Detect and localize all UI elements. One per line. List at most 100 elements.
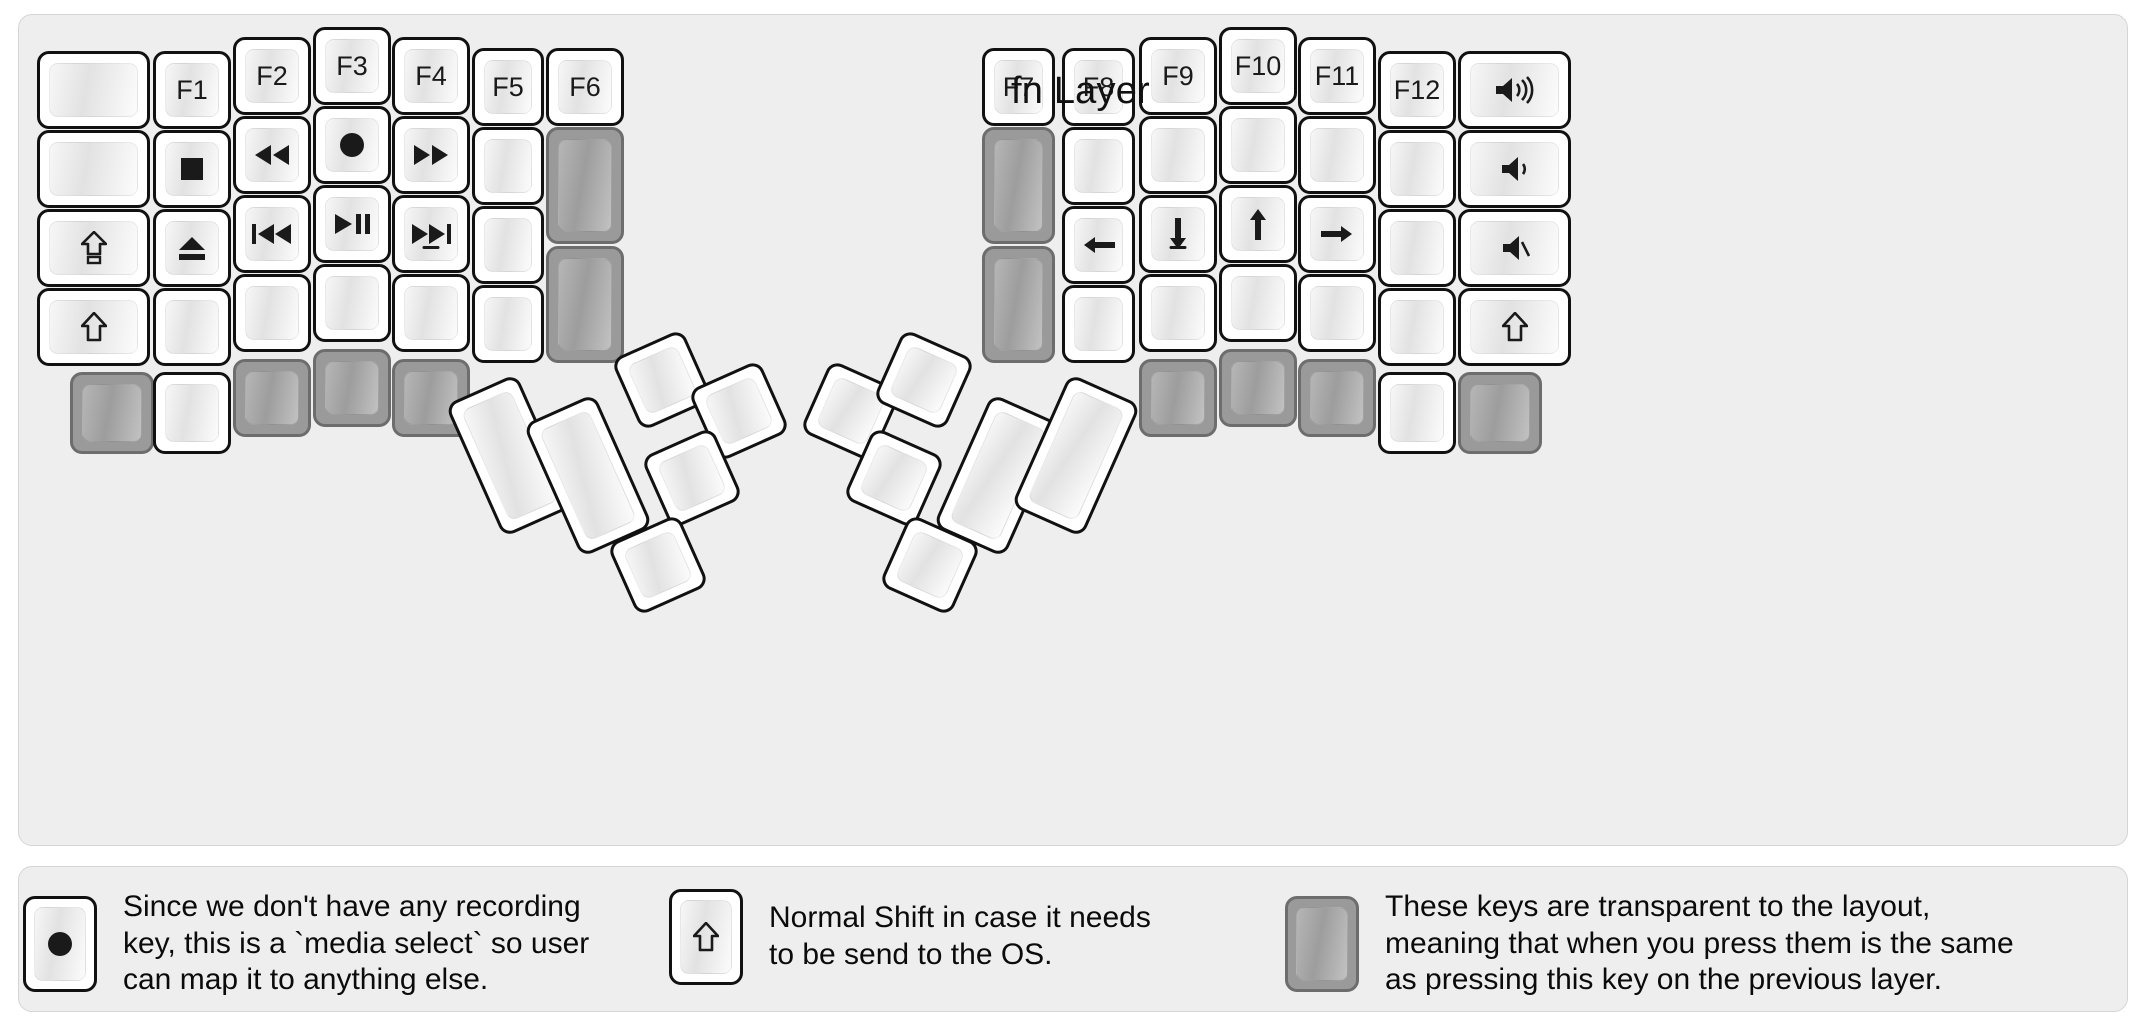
- keycap-surface: F9: [1151, 49, 1205, 103]
- keycap-surface: [1390, 142, 1444, 196]
- key-label: F9: [1162, 60, 1194, 91]
- caps-lock-key[interactable]: [37, 209, 150, 287]
- blank-key[interactable]: [1139, 116, 1217, 194]
- transparent-key[interactable]: [1139, 359, 1217, 437]
- keycap-surface: [1470, 221, 1559, 275]
- arrow-left-key[interactable]: [1062, 206, 1135, 284]
- blank-key[interactable]: [1378, 209, 1456, 287]
- transparent-key[interactable]: [313, 349, 391, 427]
- shift-key[interactable]: [37, 288, 150, 366]
- media-fast-forward-key[interactable]: [392, 116, 470, 194]
- keycap-surface: [1074, 139, 1123, 193]
- media-stop-key[interactable]: [153, 130, 231, 208]
- keycap-surface: [1231, 276, 1285, 330]
- keycap-surface: F11: [1310, 49, 1364, 103]
- keycap-surface: [49, 63, 138, 117]
- transparent-key[interactable]: [1219, 349, 1297, 427]
- transparent-key[interactable]: [982, 127, 1055, 244]
- media-next-key[interactable]: [392, 195, 470, 273]
- transparent-key[interactable]: [1298, 359, 1376, 437]
- blank-key[interactable]: [37, 51, 150, 129]
- keycap-surface: F12: [1390, 63, 1444, 117]
- blank-key[interactable]: [1298, 274, 1376, 352]
- key-f9[interactable]: F9: [1139, 37, 1217, 115]
- key-f1[interactable]: F1: [153, 51, 231, 129]
- keycap-surface: [1310, 128, 1364, 182]
- media-record-key[interactable]: [313, 106, 391, 184]
- blank-key[interactable]: [1378, 372, 1456, 454]
- legend-transparent: These keys are transparent to the layout…: [1285, 889, 2014, 999]
- media-eject-key[interactable]: [153, 209, 231, 287]
- media-eject-icon: [177, 235, 207, 261]
- media-fast-forward-icon: [413, 143, 449, 167]
- keycap-surface: [1151, 286, 1205, 340]
- transparent-key[interactable]: [982, 246, 1055, 363]
- keycap-surface: [49, 300, 138, 354]
- keycap-surface: [165, 384, 219, 442]
- key-f12[interactable]: F12: [1378, 51, 1456, 129]
- media-rewind-key[interactable]: [233, 116, 311, 194]
- transparent-key[interactable]: [1458, 372, 1542, 454]
- media-stop-icon: [179, 156, 205, 182]
- keycap-surface: [558, 139, 612, 232]
- media-record-icon: [46, 930, 74, 958]
- volume-up-key[interactable]: [1458, 51, 1571, 129]
- arrow-right-key[interactable]: [1298, 195, 1376, 273]
- media-play-pause-key[interactable]: [313, 185, 391, 263]
- blank-key[interactable]: [1062, 127, 1135, 205]
- transparent-key[interactable]: [70, 372, 154, 454]
- media-previous-icon: [252, 222, 292, 246]
- blank-key[interactable]: [313, 264, 391, 342]
- blank-key[interactable]: [1298, 116, 1376, 194]
- blank-key[interactable]: [1219, 106, 1297, 184]
- keycap-surface: [1470, 300, 1559, 354]
- blank-key[interactable]: [472, 206, 544, 284]
- volume-mute-key[interactable]: [1458, 209, 1571, 287]
- keycap-surface: [1074, 218, 1123, 272]
- legend-record-sample-key: [23, 895, 97, 992]
- keycap-surface: [1390, 300, 1444, 354]
- blank-key[interactable]: [37, 130, 150, 208]
- transparent-key[interactable]: [546, 246, 624, 363]
- key-f3[interactable]: F3: [313, 27, 391, 105]
- shift-icon: [80, 312, 107, 342]
- blank-key[interactable]: [1219, 264, 1297, 342]
- arrow-down-icon: [1167, 217, 1189, 251]
- key-f2[interactable]: F2: [233, 37, 311, 115]
- transparent-key[interactable]: [546, 127, 624, 244]
- blank-key[interactable]: [233, 274, 311, 352]
- arrow-down-key[interactable]: [1139, 195, 1217, 273]
- arrow-up-key[interactable]: [1219, 185, 1297, 263]
- blank-key[interactable]: [472, 127, 544, 205]
- volume-down-key[interactable]: [1458, 130, 1571, 208]
- keycap-surface: [325, 276, 379, 330]
- keycap-surface: [404, 286, 458, 340]
- legend-shift-sample-key: [669, 889, 743, 985]
- shift-key[interactable]: [1458, 288, 1571, 366]
- blank-key[interactable]: [1378, 288, 1456, 366]
- key-f11[interactable]: F11: [1298, 37, 1376, 115]
- media-previous-key[interactable]: [233, 195, 311, 273]
- media-record-icon: [338, 131, 366, 159]
- keycap-surface: F10: [1231, 39, 1285, 93]
- key-f10[interactable]: F10: [1219, 27, 1297, 105]
- blank-key[interactable]: [153, 288, 231, 366]
- blank-key[interactable]: [1139, 274, 1217, 352]
- blank-key[interactable]: [153, 372, 231, 454]
- blank-key[interactable]: [472, 285, 544, 363]
- blank-key[interactable]: [392, 274, 470, 352]
- keycap-surface: [245, 286, 299, 340]
- blank-key[interactable]: [1062, 285, 1135, 363]
- transparent-key[interactable]: [233, 359, 311, 437]
- legend-transparent-description: These keys are transparent to the layout…: [1385, 890, 2014, 997]
- keycap-surface: [325, 197, 379, 251]
- blank-key[interactable]: [1378, 130, 1456, 208]
- page-title: fn Layer: [1011, 70, 1150, 112]
- keycap-surface: [888, 344, 960, 416]
- keycap-surface: [1390, 384, 1444, 442]
- keycap-surface: [1310, 286, 1364, 340]
- legend-shift-description: Normal Shift in case it needs to be send…: [769, 901, 1151, 971]
